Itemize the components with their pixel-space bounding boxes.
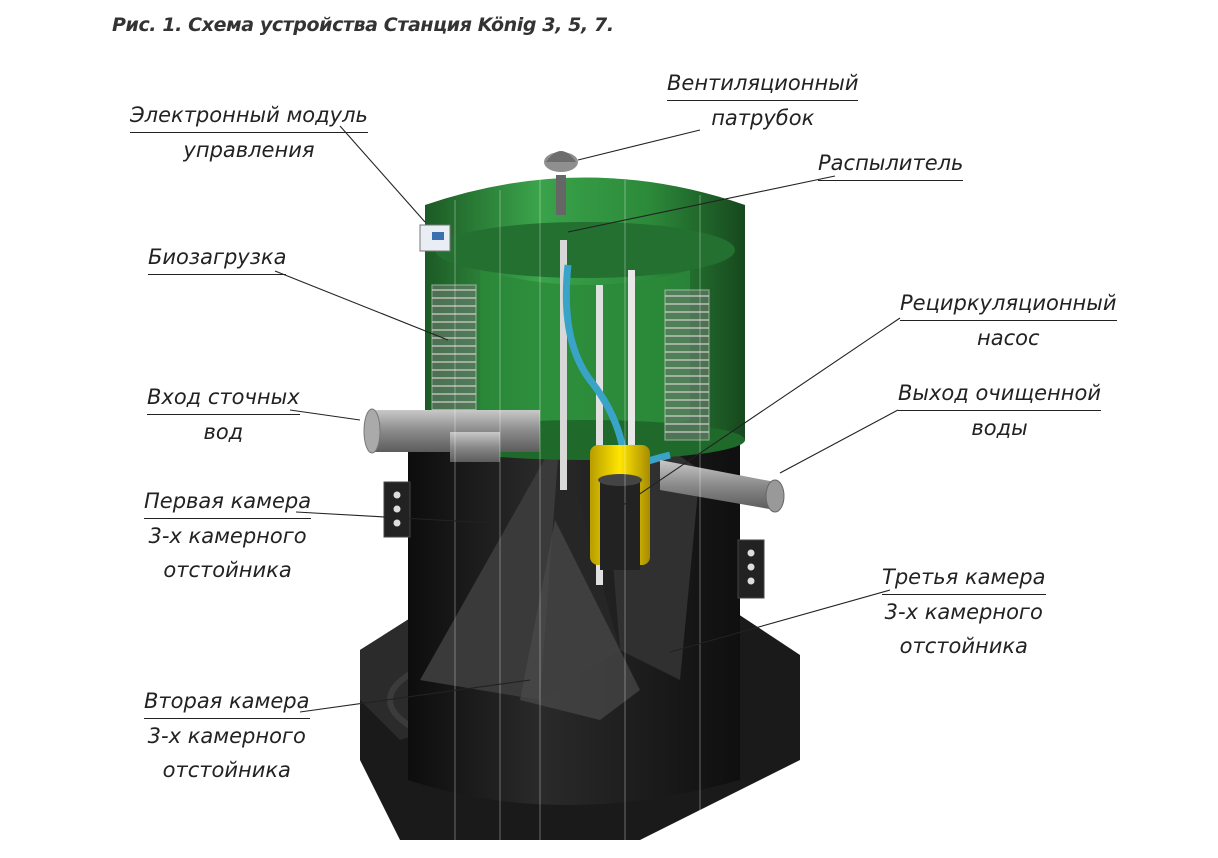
label-first-chamber-line3: отстойника xyxy=(163,558,292,582)
label-sprayer: Распылитель xyxy=(818,146,964,181)
label-electronic-module: Электронный модуль управления xyxy=(130,98,368,167)
label-third-chamber-line2: 3-х камерного xyxy=(884,600,1043,624)
inlet-pipe xyxy=(363,408,540,462)
label-bioload-line1: Биозагрузка xyxy=(148,240,287,275)
label-first-chamber: Первая камера 3-х камерного отстойника xyxy=(144,484,312,587)
label-first-chamber-line1: Первая камера xyxy=(144,484,312,519)
cutaway-lines xyxy=(454,180,701,840)
label-bioload: Биозагрузка xyxy=(148,240,287,275)
outlet-pipe xyxy=(660,460,785,513)
label-outlet: Выход очищенной воды xyxy=(898,376,1102,445)
figure-caption: Рис. 1. Схема устройства Станция König 3… xyxy=(112,14,614,36)
label-first-chamber-line2: 3-х камерного xyxy=(148,524,307,548)
bioload-coils xyxy=(431,284,710,441)
label-third-chamber-line1: Третья камера xyxy=(882,560,1046,595)
black-tank-body xyxy=(383,400,765,805)
label-second-chamber-line1: Вторая камера xyxy=(144,684,310,719)
label-electronic-module-line1: Электронный модуль xyxy=(130,98,368,133)
control-module-box xyxy=(419,224,451,252)
label-outlet-line2: воды xyxy=(971,416,1028,440)
label-third-chamber: Третья камера 3-х камерного отстойника xyxy=(882,560,1046,663)
label-second-chamber: Вторая камера 3-х камерного отстойника xyxy=(144,684,310,787)
label-recirculation-pump: Рециркуляционный насос xyxy=(900,286,1117,355)
label-sprayer-line1: Распылитель xyxy=(818,146,964,181)
label-inlet-line2: вод xyxy=(203,420,244,444)
label-ventilation-line1: Вентиляционный xyxy=(667,66,859,101)
label-pump-line1: Рециркуляционный xyxy=(900,286,1117,321)
label-pump-line2: насос xyxy=(976,326,1040,350)
leader-lines xyxy=(274,125,901,713)
ventilation-cap xyxy=(544,151,578,215)
label-inlet-line1: Вход сточных xyxy=(147,380,300,415)
label-second-chamber-line2: 3-х камерного xyxy=(147,724,306,748)
label-outlet-line1: Выход очищенной xyxy=(898,376,1102,411)
label-ventilation-pipe: Вентиляционный патрубок xyxy=(667,66,859,135)
label-second-chamber-line3: отстойника xyxy=(162,758,291,782)
label-inlet: Вход сточных вод xyxy=(147,380,300,449)
recirculation-pump xyxy=(590,445,650,570)
label-third-chamber-line3: отстойника xyxy=(899,634,1028,658)
label-electronic-module-line2: управления xyxy=(183,138,315,162)
label-ventilation-line2: патрубок xyxy=(711,106,815,130)
